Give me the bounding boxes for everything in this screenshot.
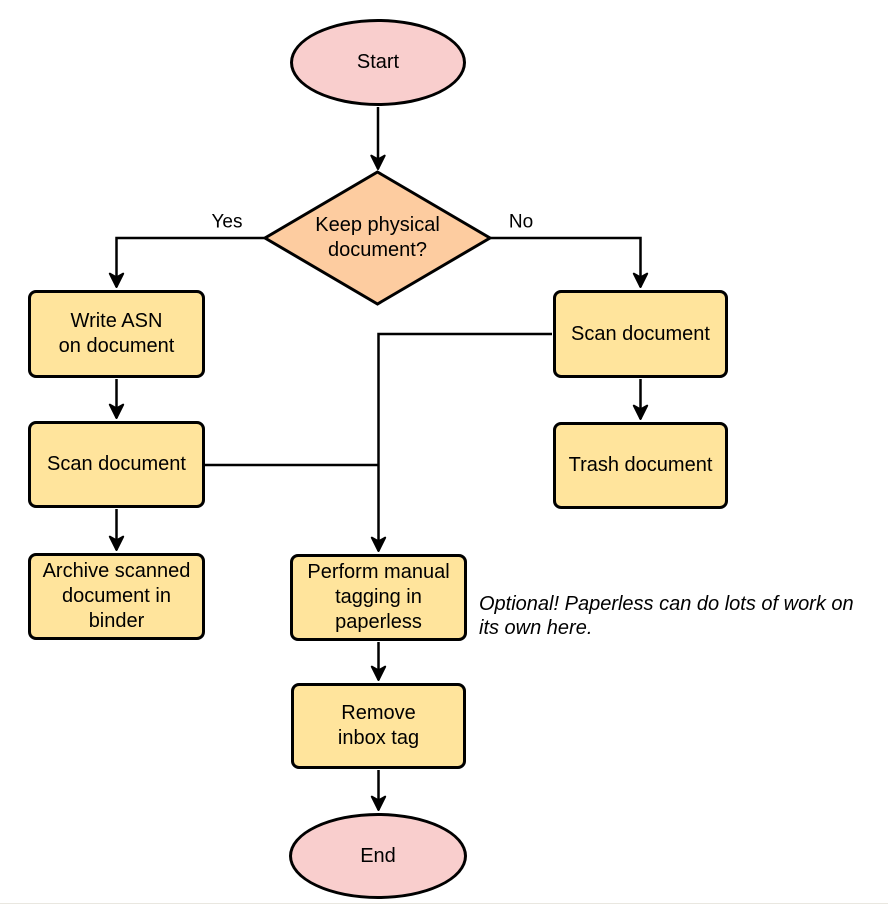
node-trash-document-label: Trash document [568, 454, 713, 476]
node-remove-inbox-tag: Remove inbox tag [291, 683, 466, 769]
node-write-asn-label: Write ASN on document [58, 310, 175, 357]
node-archive-binder: Archive scanned document in binder [28, 553, 205, 640]
edge-decision-yes-to-write-asn [108, 236, 266, 288]
node-end-label: End [360, 844, 396, 867]
node-manual-tagging-label: Perform manual tagging in paperless [307, 561, 450, 633]
node-remove-inbox-tag-label: Remove inbox tag [337, 702, 420, 749]
node-decision-label: Keep physical document? [315, 214, 440, 261]
decision-diamond-shape [262, 170, 493, 306]
node-start: Start [290, 19, 466, 106]
node-scan-document-right: Scan document [553, 290, 728, 378]
edge-label-yes: Yes [211, 211, 243, 233]
node-end: End [289, 813, 467, 899]
node-archive-binder-label: Archive scanned document in binder [42, 560, 191, 632]
node-decision-label-box: Keep physical document? [265, 172, 490, 304]
node-scan-document-left-label: Scan document [47, 453, 186, 475]
bottom-divider [0, 903, 888, 904]
edge-decision-no-to-scan-right [489, 236, 649, 288]
node-manual-tagging: Perform manual tagging in paperless [290, 554, 467, 641]
edge-scan-right-to-tagging [370, 332, 552, 552]
edge-label-no: No [508, 211, 534, 233]
node-trash-document: Trash document [553, 422, 728, 509]
node-scan-document-left: Scan document [28, 421, 205, 508]
node-start-label: Start [356, 51, 400, 73]
node-scan-document-right-label: Scan document [571, 322, 710, 345]
node-write-asn: Write ASN on document [28, 290, 205, 378]
annotation-note: Optional! Paperless can do lots of work … [479, 593, 854, 639]
